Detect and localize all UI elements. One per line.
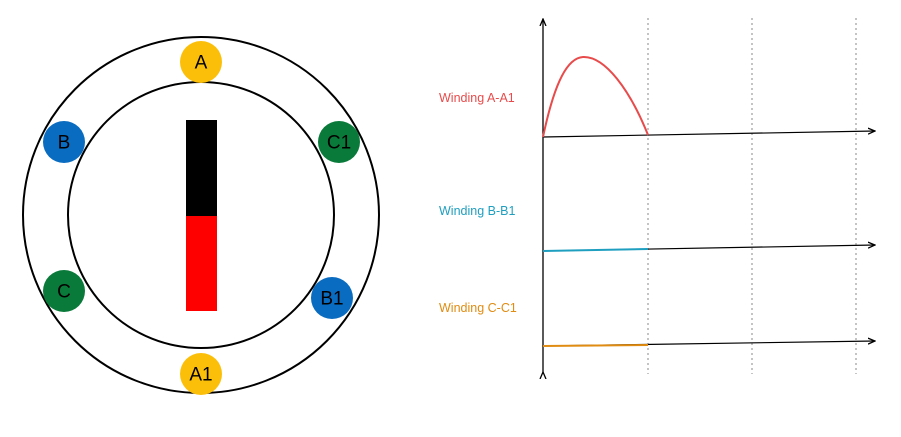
pole-b: B: [43, 121, 85, 163]
magnet-south-half: [186, 216, 217, 311]
pole-a1: A1: [180, 353, 222, 395]
pole-b-label: B: [58, 133, 71, 154]
waveform-b-b1: [542, 248, 649, 252]
winding-b-b1-label: Winding B-B1: [439, 204, 515, 218]
pole-a1-label: A1: [189, 365, 212, 386]
winding-c-c1-label: Winding C-C1: [439, 301, 517, 315]
magnet-north-half: [186, 120, 217, 216]
pole-c-label: C: [57, 282, 71, 303]
pole-a: A: [180, 41, 222, 83]
pole-c1-label: C1: [327, 133, 351, 154]
pole-b1-label: B1: [320, 289, 343, 310]
waveform-a-a1: [542, 55, 649, 138]
winding-a-a1-label: Winding A-A1: [439, 91, 515, 105]
pole-c1: C1: [318, 121, 360, 163]
pole-b1: B1: [311, 277, 353, 319]
time-axis-a: [542, 131, 875, 138]
waveform-c-c1: [542, 344, 649, 347]
pole-c: C: [43, 270, 85, 312]
pole-a-label: A: [195, 53, 208, 74]
